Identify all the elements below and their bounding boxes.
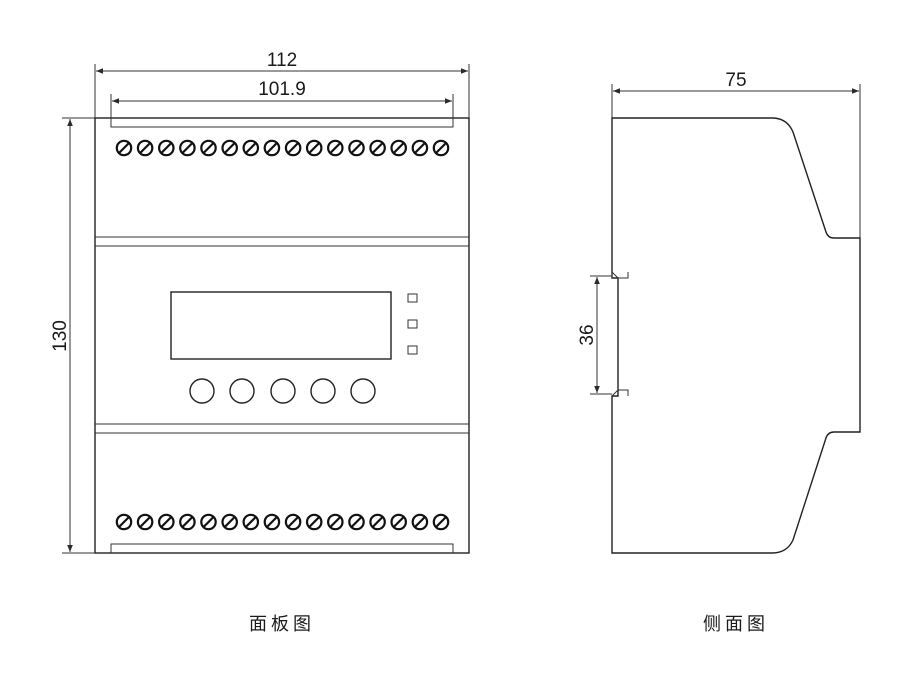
top-terminal-6 <box>221 139 238 157</box>
bottom-terminal-12 <box>348 513 365 531</box>
top-terminal-3 <box>158 139 175 157</box>
bottom-terminal-13 <box>369 513 386 531</box>
bottom-tab <box>110 543 454 553</box>
top-terminal-13 <box>369 139 386 157</box>
bottom-terminal-11 <box>326 513 344 531</box>
panel-button-2 <box>229 378 255 404</box>
panel-button-4 <box>310 378 336 404</box>
front-view: 112 101.9 130 面板图 <box>50 50 470 635</box>
top-terminal-5 <box>200 139 217 157</box>
indicator-led-2 <box>407 319 418 329</box>
top-terminal-8 <box>263 139 281 157</box>
dim-130-label: 130 <box>50 320 71 352</box>
bottom-terminal-14 <box>390 513 407 531</box>
top-terminal-14 <box>390 139 407 157</box>
side-view: 75 36 侧面图 <box>577 70 861 635</box>
top-terminal-9 <box>284 139 302 157</box>
panel-button-5 <box>350 378 376 404</box>
bottom-terminal-4 <box>179 513 196 531</box>
dim-112-label: 112 <box>267 50 297 71</box>
top-terminal-12 <box>348 139 365 157</box>
indicator-led-1 <box>407 293 418 303</box>
top-terminal-11 <box>326 139 344 157</box>
bottom-terminal-8 <box>263 513 281 531</box>
side-view-caption: 侧面图 <box>703 614 769 635</box>
lcd-display <box>170 291 392 360</box>
rail-clip-top <box>611 271 629 279</box>
indicator-led-3 <box>407 345 418 355</box>
top-terminal-15 <box>411 139 429 157</box>
panel-button-1 <box>189 378 215 404</box>
panel-button-3 <box>270 378 296 404</box>
top-terminal-2 <box>136 139 154 157</box>
dim-75-label: 75 <box>725 70 746 91</box>
top-terminal-row <box>115 139 450 157</box>
top-terminal-16 <box>432 139 450 157</box>
bottom-terminal-10 <box>305 513 323 531</box>
bottom-terminal-16 <box>432 513 450 531</box>
dim-36-label: 36 <box>577 324 598 345</box>
side-housing <box>611 117 861 554</box>
top-tab <box>110 118 454 128</box>
front-view-caption: 面板图 <box>249 614 315 635</box>
bottom-terminal-3 <box>158 513 175 531</box>
bottom-terminal-9 <box>284 513 302 531</box>
bottom-terminal-15 <box>411 513 429 531</box>
top-terminal-1 <box>115 139 133 157</box>
top-terminal-4 <box>179 139 196 157</box>
bottom-terminal-row <box>115 513 450 531</box>
rail-clip-bottom <box>611 389 629 397</box>
bottom-terminal-1 <box>115 513 133 531</box>
top-terminal-7 <box>242 139 260 157</box>
bottom-terminal-7 <box>242 513 260 531</box>
bottom-terminal-5 <box>200 513 217 531</box>
dim-1019-label: 101.9 <box>258 79 306 100</box>
top-terminal-10 <box>305 139 323 157</box>
bottom-terminal-6 <box>221 513 238 531</box>
bottom-terminal-2 <box>136 513 154 531</box>
